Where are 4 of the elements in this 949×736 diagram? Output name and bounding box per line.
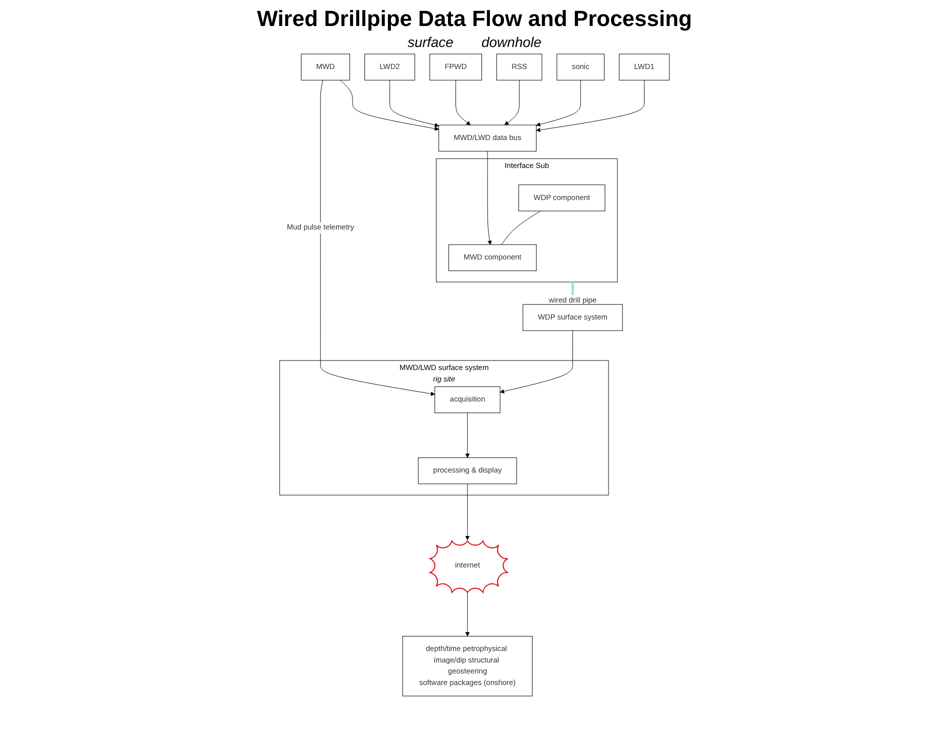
note-label: downhole [481, 34, 542, 50]
note-label: surface [408, 34, 454, 50]
connector [501, 210, 541, 245]
diagram-title: Wired Drillpipe Data Flow and Processing [256, 6, 693, 32]
